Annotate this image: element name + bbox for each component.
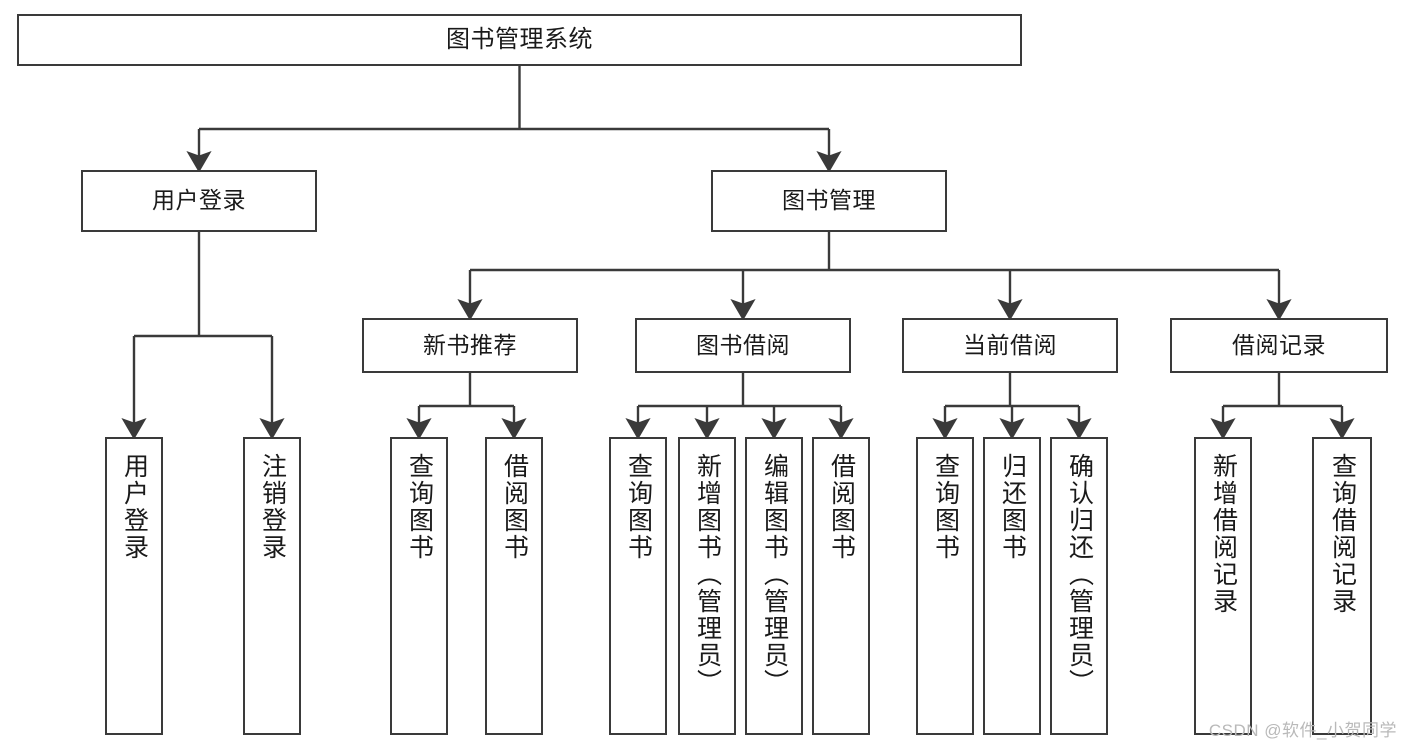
edge-bus [419, 373, 514, 408]
edge-bus [470, 232, 1279, 272]
node-leaf-cb-query[interactable]: 查询图书 [916, 437, 974, 735]
edge-bus [199, 66, 829, 131]
node-new-book-rec[interactable]: 新书推荐 [362, 318, 578, 373]
node-book-borrow[interactable]: 图书借阅 [635, 318, 851, 373]
watermark: CSDN @软件_小贺同学 [1208, 721, 1397, 740]
node-leaf-bb-borrow[interactable]: 借阅图书 [812, 437, 870, 735]
node-label: 新书推荐 [423, 331, 517, 358]
edge-paths [121, 66, 1355, 440]
node-label: 查询借阅记录 [1328, 453, 1357, 615]
node-leaf-br-add[interactable]: 新增借阅记录 [1194, 437, 1252, 735]
node-label: 查询图书 [931, 453, 960, 561]
edge-bus [945, 373, 1079, 408]
node-label: 借阅图书 [500, 453, 529, 561]
node-leaf-br-query[interactable]: 查询借阅记录 [1312, 437, 1372, 735]
node-label: 编辑图书（管理员） [760, 453, 789, 696]
edge-bus [134, 232, 272, 338]
edge-bus [638, 373, 841, 408]
node-label: 查询图书 [624, 453, 653, 561]
node-leaf-logout[interactable]: 注销登录 [243, 437, 301, 735]
node-label: 图书管理系统 [446, 25, 593, 53]
node-label: 用户登录 [152, 187, 246, 214]
node-leaf-cb-confirm[interactable]: 确认归还（管理员） [1050, 437, 1108, 735]
node-label: 确认归还（管理员） [1065, 453, 1094, 696]
node-leaf-bb-query[interactable]: 查询图书 [609, 437, 667, 735]
node-label: 归还图书 [998, 453, 1027, 561]
node-label: 借阅记录 [1232, 331, 1326, 358]
node-label: 查询图书 [405, 453, 434, 561]
node-label: 图书借阅 [696, 331, 790, 358]
node-leaf-cb-return[interactable]: 归还图书 [983, 437, 1041, 735]
node-borrow-record[interactable]: 借阅记录 [1170, 318, 1388, 373]
node-leaf-user-login[interactable]: 用户登录 [105, 437, 163, 735]
edge-bus [1223, 373, 1342, 408]
node-leaf-bb-add[interactable]: 新增图书（管理员） [678, 437, 736, 735]
node-label: 用户登录 [120, 453, 149, 561]
node-label: 注销登录 [258, 453, 287, 561]
node-user-login[interactable]: 用户登录 [81, 170, 317, 232]
node-label: 图书管理 [782, 187, 876, 214]
node-label: 新增图书（管理员） [693, 453, 722, 696]
node-book-manage[interactable]: 图书管理 [711, 170, 947, 232]
node-label: 新增借阅记录 [1209, 453, 1238, 615]
node-label: 当前借阅 [963, 331, 1057, 358]
node-leaf-bb-edit[interactable]: 编辑图书（管理员） [745, 437, 803, 735]
node-label: 借阅图书 [827, 453, 856, 561]
node-current-borrow[interactable]: 当前借阅 [902, 318, 1118, 373]
node-leaf-rec-borrow[interactable]: 借阅图书 [485, 437, 543, 735]
node-leaf-rec-query[interactable]: 查询图书 [390, 437, 448, 735]
node-root[interactable]: 图书管理系统 [17, 14, 1022, 66]
